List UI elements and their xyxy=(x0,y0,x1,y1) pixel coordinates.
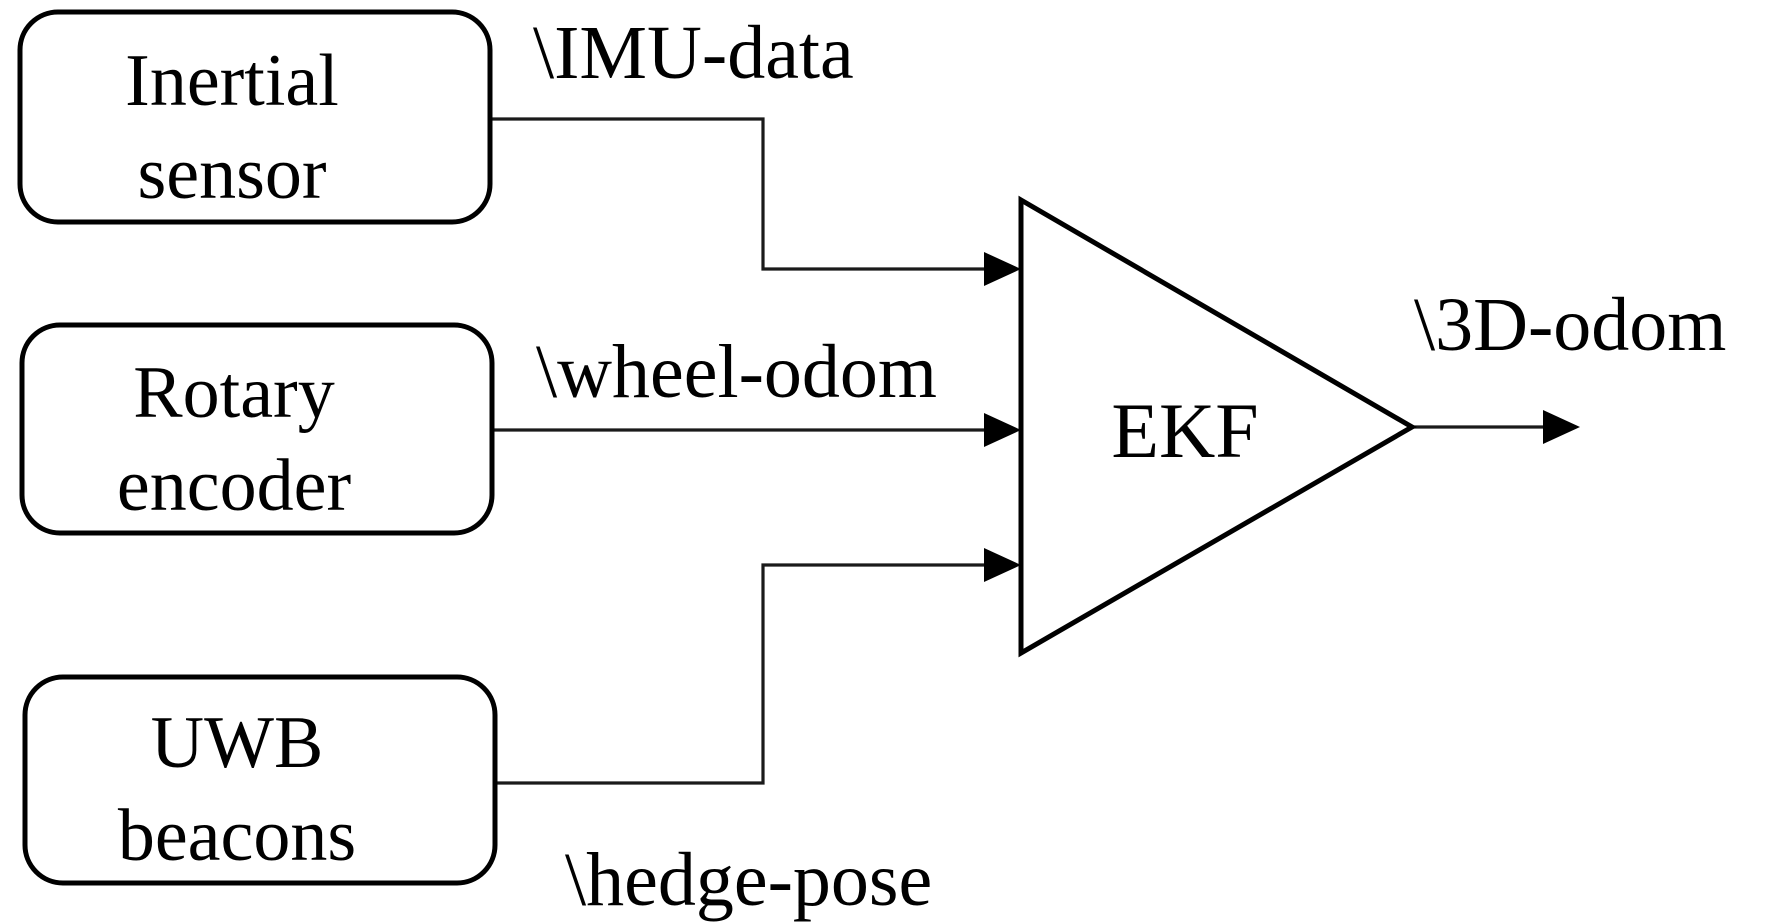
node-rotary-encoder-line1: Rotary xyxy=(133,352,334,434)
edge-hedge-pose-arrowhead xyxy=(984,548,1021,582)
edge-label-imu-data: \IMU-data xyxy=(533,11,854,95)
edge-label-hedge-pose: \hedge-pose xyxy=(565,838,932,922)
edge-label-wheel-odom: \wheel-odom xyxy=(536,330,937,414)
node-ekf-label: EKF xyxy=(1111,387,1258,474)
edge-wheel-odom xyxy=(493,413,1021,447)
edge-imu-data-path xyxy=(490,117,1008,271)
edge-hedge-pose xyxy=(493,548,1021,785)
node-rotary-encoder[interactable]: Rotary encoder xyxy=(19,322,495,536)
node-inertial-sensor-shape[interactable] xyxy=(17,9,493,225)
node-inertial-sensor-line2: sensor xyxy=(137,133,326,215)
edge-imu-data-arrowhead xyxy=(984,252,1021,286)
edge-label-3d-odom: \3D-odom xyxy=(1414,283,1726,367)
node-uwb-beacons-shape[interactable] xyxy=(22,674,498,886)
node-uwb-beacons-line2: beacons xyxy=(118,795,356,877)
node-inertial-sensor[interactable]: Inertial sensor xyxy=(17,9,493,225)
node-rotary-encoder-line2: encoder xyxy=(117,445,351,527)
node-rotary-encoder-shape[interactable] xyxy=(19,322,495,536)
edge-imu-data xyxy=(490,117,1021,286)
node-uwb-beacons-line1: UWB xyxy=(151,702,324,784)
edge-hedge-pose-path xyxy=(493,563,1008,785)
node-inertial-sensor-line1: Inertial xyxy=(125,40,339,122)
edge-wheel-odom-arrowhead xyxy=(984,413,1021,447)
node-uwb-beacons[interactable]: UWB beacons xyxy=(22,674,498,886)
node-ekf[interactable]: EKF xyxy=(1018,195,1417,658)
edge-3d-odom-arrowhead xyxy=(1543,410,1580,444)
node-ekf-shape[interactable] xyxy=(1018,195,1417,658)
edge-3d-odom xyxy=(1412,410,1580,444)
